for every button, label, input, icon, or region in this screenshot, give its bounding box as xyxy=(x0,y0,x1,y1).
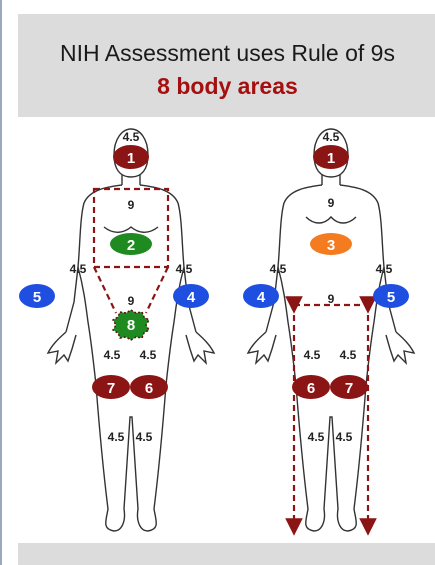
front-area-7-label: 7 xyxy=(107,380,115,397)
front-left-arm xyxy=(48,267,88,363)
front-arm-right-value: 4.5 xyxy=(176,262,193,276)
front-arm-left-value: 4.5 xyxy=(70,262,87,276)
back-trunk-upper-value: 9 xyxy=(328,196,335,210)
front-area-1-label: 1 xyxy=(127,150,135,167)
front-shin-left-value: 4.5 xyxy=(108,430,125,444)
back-trunk-lower-value: 9 xyxy=(328,292,335,306)
back-right-arm xyxy=(374,267,414,363)
page-subtitle: 8 body areas xyxy=(18,73,435,100)
top-strip xyxy=(4,0,435,14)
front-head-value: 4.5 xyxy=(123,130,140,144)
back-shoulder-lines xyxy=(306,217,356,223)
header-band: NIH Assessment uses Rule of 9s 8 body ar… xyxy=(18,14,435,117)
back-area-3-label: 3 xyxy=(327,237,335,254)
front-thigh-right-value: 4.5 xyxy=(140,348,157,362)
front-area-8-label: 8 xyxy=(127,317,135,334)
front-trunk-lower-value: 9 xyxy=(128,294,135,308)
rule-of-nines-diagram: 4.5 9 9 4.5 4.5 4.5 4.5 4.5 4.5 1 2 5 4 xyxy=(18,117,435,543)
back-shin-right-value: 4.5 xyxy=(336,430,353,444)
back-trunk-sides xyxy=(288,322,374,385)
back-area-5-label: 5 xyxy=(387,289,395,306)
body-diagram-area: 4.5 9 9 4.5 4.5 4.5 4.5 4.5 4.5 1 2 5 4 xyxy=(18,117,435,543)
back-arm-left-value: 4.5 xyxy=(270,262,287,276)
front-thigh-left-value: 4.5 xyxy=(104,348,121,362)
footer-band xyxy=(18,543,435,565)
back-legs xyxy=(296,385,366,531)
front-right-arm xyxy=(174,267,214,363)
back-left-arm xyxy=(248,267,288,363)
back-shin-left-value: 4.5 xyxy=(308,430,325,444)
front-shin-right-value: 4.5 xyxy=(136,430,153,444)
back-body-figure xyxy=(248,129,414,531)
back-arm-right-value: 4.5 xyxy=(376,262,393,276)
front-legs xyxy=(96,385,166,531)
back-head-value: 4.5 xyxy=(323,130,340,144)
back-thigh-left-value: 4.5 xyxy=(304,348,321,362)
back-area-1-label: 1 xyxy=(327,150,335,167)
front-trunk-upper-value: 9 xyxy=(128,198,135,212)
front-area-4-label: 4 xyxy=(187,289,196,306)
front-chest-lines xyxy=(104,227,158,232)
page-title: NIH Assessment uses Rule of 9s xyxy=(18,40,435,67)
back-region-outlines xyxy=(294,305,368,527)
back-thigh-right-value: 4.5 xyxy=(340,348,357,362)
front-area-6-label: 6 xyxy=(145,380,153,397)
front-area-2-label: 2 xyxy=(127,237,135,254)
back-area-6-label: 6 xyxy=(307,380,315,397)
front-area-5-label: 5 xyxy=(33,289,41,306)
back-area-7-label: 7 xyxy=(345,380,353,397)
back-area-4-label: 4 xyxy=(257,289,266,306)
